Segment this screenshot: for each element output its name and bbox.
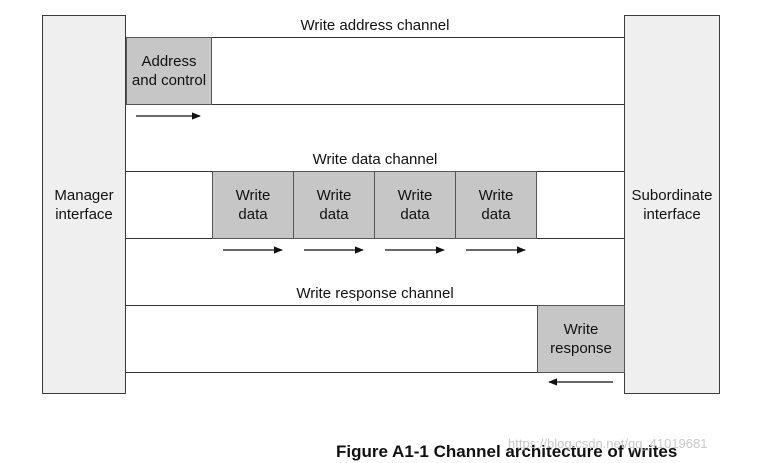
- write-data-label: Write data: [316, 187, 352, 223]
- write-data-channel-title: Write data channel: [312, 151, 438, 168]
- write-response-channel-title: Write response channel: [296, 285, 454, 302]
- write-data-block: Write data: [455, 171, 537, 239]
- write-address-channel-top-line: [126, 37, 624, 38]
- manager-interface-box: Manager interface: [42, 15, 126, 394]
- write-data-block: Write data: [293, 171, 375, 239]
- manager-interface-label: Manager interface: [54, 186, 114, 223]
- write-response-channel-top-line: [126, 305, 624, 306]
- figure-caption: Figure A1-1 Channel architecture of writ…: [336, 442, 678, 461]
- subordinate-interface-box: Subordinate interface: [624, 15, 720, 394]
- write-address-channel-bottom-line: [126, 104, 624, 105]
- write-data-label: Write data: [397, 187, 433, 223]
- write-response-label: Write response: [550, 321, 612, 357]
- write-response-channel-bottom-line: [126, 372, 624, 373]
- write-response-block: Write response: [537, 305, 625, 373]
- write-data-block: Write data: [212, 171, 294, 239]
- address-and-control-label: Address and control: [131, 53, 207, 89]
- watermark: https://blog.csdn.net/qq_41019681: [508, 436, 708, 451]
- write-address-channel-title: Write address channel: [300, 17, 450, 34]
- write-data-block: Write data: [374, 171, 456, 239]
- write-data-label: Write data: [478, 187, 514, 223]
- write-data-label: Write data: [235, 187, 271, 223]
- address-and-control-block: Address and control: [126, 37, 212, 105]
- subordinate-interface-label: Subordinate interface: [631, 186, 713, 223]
